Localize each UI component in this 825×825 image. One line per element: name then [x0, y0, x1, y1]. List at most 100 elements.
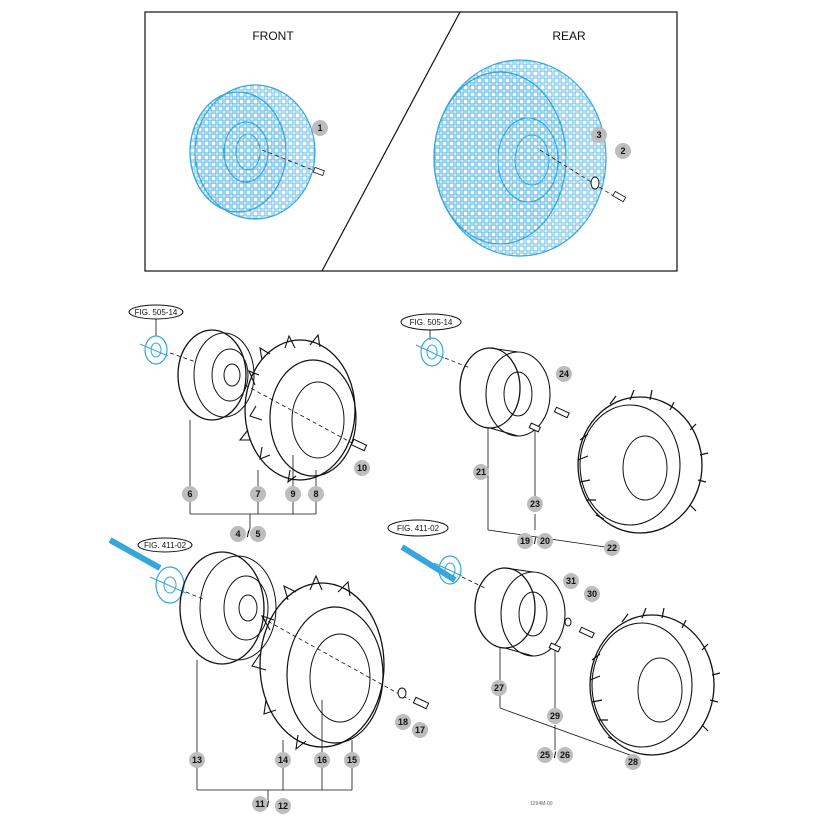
callout-number: 4 [235, 529, 240, 539]
callout-27: 27 [491, 680, 507, 696]
rim-upper-left [177, 329, 255, 421]
callout-number: 25 [540, 750, 550, 760]
callout-number: 28 [628, 757, 638, 767]
callout-bubble [275, 798, 291, 814]
callout-11: 11 [252, 796, 268, 812]
callout-14: 14 [275, 752, 291, 768]
callout-bubble [182, 486, 198, 502]
callout-number: 16 [317, 755, 327, 765]
callout-16: 16 [314, 752, 330, 768]
callout-bubble [230, 526, 246, 542]
rim-lower-right [474, 567, 566, 657]
valve-stem-23 [528, 422, 542, 433]
callout-20: 20 [537, 533, 553, 549]
fig-ref-oval-3 [137, 537, 193, 553]
callout-10: 10 [354, 460, 370, 476]
callout-13: 13 [189, 752, 205, 768]
callout-number: 6 [187, 489, 192, 499]
hub-lower-right [433, 555, 463, 585]
callout-24: 24 [556, 366, 572, 382]
callout-number: 3 [596, 130, 601, 140]
callout-15: 15 [344, 752, 360, 768]
callout-bubble [473, 464, 489, 480]
valve-stem-29 [548, 642, 562, 653]
rear-turf-tire [433, 59, 627, 257]
callout-bubble [547, 708, 563, 724]
lug-tire-upper-right [577, 389, 709, 534]
callout-23: 23 [527, 496, 543, 512]
callout-number: 26 [560, 750, 570, 760]
callout-number: 29 [550, 711, 560, 721]
callout-18: 18 [395, 714, 411, 730]
assembly-upper-left [128, 304, 368, 535]
callout-number: 31 [566, 576, 576, 586]
callout-17: 17 [412, 722, 428, 738]
callout-19: 19 [517, 533, 533, 549]
hub-upper-left [139, 335, 169, 365]
ag-tire-lower-left [251, 574, 385, 751]
callout-8: 8 [308, 486, 324, 502]
front-turf-tire [189, 84, 325, 220]
fig-ref-oval-4 [387, 519, 449, 537]
callout-bubble [557, 747, 573, 763]
callout-12: 12 [275, 798, 291, 814]
lug-tire-lower-right [589, 607, 721, 756]
callout-separator: / [554, 750, 557, 760]
callout-number: 9 [290, 489, 295, 499]
callout-bubble [250, 526, 266, 542]
callout-bubble [604, 540, 620, 556]
callout-21: 21 [473, 464, 489, 480]
callout-number: 15 [347, 755, 357, 765]
callout-25: 25 [537, 747, 553, 763]
callout-number: 8 [313, 489, 318, 499]
callout-number: 21 [476, 467, 486, 477]
callout-number: 10 [357, 463, 367, 473]
lug-nut-31 [564, 617, 572, 627]
rear-wheel-washer [590, 176, 600, 190]
callout-31: 31 [563, 573, 579, 589]
callout-number: 20 [540, 536, 550, 546]
lug-bolt-30 [578, 626, 595, 639]
callout-number: 11 [255, 799, 265, 809]
callout-number: 12 [278, 801, 288, 811]
callout-4: 4 [230, 526, 246, 542]
callout-bubble [556, 366, 572, 382]
callout-bubble [584, 586, 600, 602]
callout-bubble [563, 573, 579, 589]
fig-ref-oval-2 [400, 313, 462, 331]
callout-bubble [517, 533, 533, 549]
callout-number: 1 [317, 123, 322, 133]
callout-bubble [308, 486, 324, 502]
callout-28: 28 [625, 754, 641, 770]
top-panel: FRONT REAR [144, 11, 678, 272]
axle-lower-left [108, 537, 162, 571]
callout-bubble [537, 533, 553, 549]
rear-label: REAR [552, 29, 586, 43]
callout-bubble [491, 680, 507, 696]
callout-number: 5 [255, 529, 260, 539]
drawing-number: 1294M-00 [530, 801, 553, 807]
callout-26: 26 [557, 747, 573, 763]
callout-number: 24 [559, 369, 569, 379]
assembly-lower-left [108, 537, 430, 800]
callout-bubble [625, 754, 641, 770]
fig-ref-label-1: FIG. 505-14 [135, 308, 178, 317]
fig-ref-label-3: FIG. 411-02 [144, 541, 187, 550]
callout-2: 2 [615, 143, 631, 159]
callout-22: 22 [604, 540, 620, 556]
callout-1: 1 [312, 120, 328, 136]
callout-separator: / [247, 529, 250, 539]
callout-separator: / [267, 799, 270, 809]
callout-number: 2 [620, 146, 625, 156]
ag-tire-upper-left [238, 333, 357, 484]
callout-bubble [314, 752, 330, 768]
rim-upper-right [459, 347, 551, 437]
callout-bubble [412, 722, 428, 738]
callout-number: 13 [192, 755, 202, 765]
callout-bubble [527, 496, 543, 512]
front-label: FRONT [252, 29, 294, 43]
callout-bubble [275, 752, 291, 768]
callout-bubble [344, 752, 360, 768]
